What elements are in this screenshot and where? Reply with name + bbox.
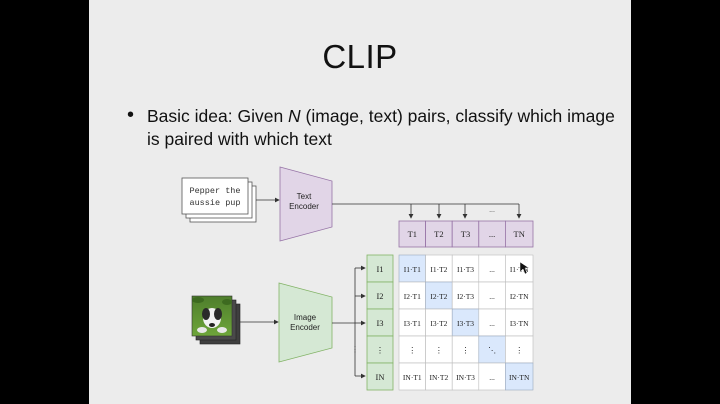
text-embedding-row: T1 T2 T3 ... TN <box>398 220 534 248</box>
i-label-2: I2 <box>376 291 383 301</box>
bullet-rest: (image, text) pairs, classify which imag… <box>147 106 615 149</box>
image-encoder-block <box>278 282 333 363</box>
matrix-cell: I1·TN <box>510 265 529 274</box>
matrix-cell: I1·T1 <box>404 265 421 274</box>
matrix-cell: I3·T3 <box>457 319 474 328</box>
t-label-3: T3 <box>461 229 470 239</box>
matrix-cell: I3·T2 <box>430 319 447 328</box>
matrix-cell: I1·T2 <box>430 265 447 274</box>
image-encoder-line2: Encoder <box>290 323 320 332</box>
bullet-n: N <box>288 106 301 126</box>
slide-title: CLIP <box>322 38 398 75</box>
matrix-cell: IN·T1 <box>403 373 422 382</box>
text-encoder-block <box>279 166 333 242</box>
tap-ellipsis: ... <box>489 207 495 214</box>
matrix-cell: ⋱ <box>488 346 496 355</box>
matrix-cell: ⋮ <box>435 346 443 355</box>
matrix-cell: I2·T3 <box>457 292 474 301</box>
text-encoder-line1: Text <box>297 192 312 201</box>
image-stack <box>191 295 241 345</box>
similarity-matrix: I1·T1 I1·T2 I1·T3 ... I1·TN I2·T1 I2·T2 … <box>398 254 534 391</box>
text-card-line1: Pepper the <box>189 186 240 196</box>
t-label-n: TN <box>514 229 525 239</box>
matrix-cell: I2·T2 <box>430 292 447 301</box>
bullet-dot-icon: • <box>127 104 135 126</box>
dog-photo-icon <box>192 297 232 333</box>
matrix-cell: ... <box>489 292 495 301</box>
matrix-cell: ... <box>489 373 495 382</box>
matrix-cell: IN·T2 <box>430 373 449 382</box>
text-card-line2: aussie pup <box>189 198 240 208</box>
i-label-3: I3 <box>376 318 383 328</box>
i-label-vellipsis: ⋮ <box>376 345 385 355</box>
t-label-4: ... <box>489 229 495 239</box>
image-embedding-column: I1 I2 I3 ⋮ IN <box>366 254 394 391</box>
bullet-text: Basic idea: Given N (image, text) pairs,… <box>147 105 627 151</box>
t-label-2: T2 <box>434 229 443 239</box>
bullet-point: • Basic idea: Given N (image, text) pair… <box>127 104 627 151</box>
matrix-cell: I3·T1 <box>404 319 421 328</box>
matrix-cell: I2·TN <box>510 292 529 301</box>
text-card-stack: Pepper the aussie pup <box>181 177 257 223</box>
matrix-cell: IN·TN <box>509 373 530 382</box>
matrix-cell: ... <box>489 319 495 328</box>
t-label-1: T1 <box>408 229 417 239</box>
text-encoder-line2: Encoder <box>289 202 319 211</box>
image-encoder-line1: Image <box>294 313 317 322</box>
matrix-cell: ⋮ <box>462 346 470 355</box>
slide: CLIP • Basic idea: Given N (image, text)… <box>89 0 631 404</box>
bullet-prefix: Basic idea: Given <box>147 106 289 126</box>
matrix-cell: ⋮ <box>515 346 523 355</box>
clip-diagram: Pepper the aussie pup Text Encoder ... <box>89 0 631 404</box>
matrix-cell: I1·T3 <box>457 265 474 274</box>
matrix-cell: I3·TN <box>510 319 529 328</box>
mouse-cursor-icon <box>519 261 530 275</box>
i-label-n: IN <box>376 372 385 382</box>
matrix-cell: I2·T1 <box>404 292 421 301</box>
branch-vellipsis: ⋮ <box>351 345 359 354</box>
matrix-cell: ... <box>489 265 495 274</box>
matrix-cell: IN·T3 <box>456 373 475 382</box>
matrix-cell: ⋮ <box>408 346 416 355</box>
i-label-1: I1 <box>376 264 383 274</box>
